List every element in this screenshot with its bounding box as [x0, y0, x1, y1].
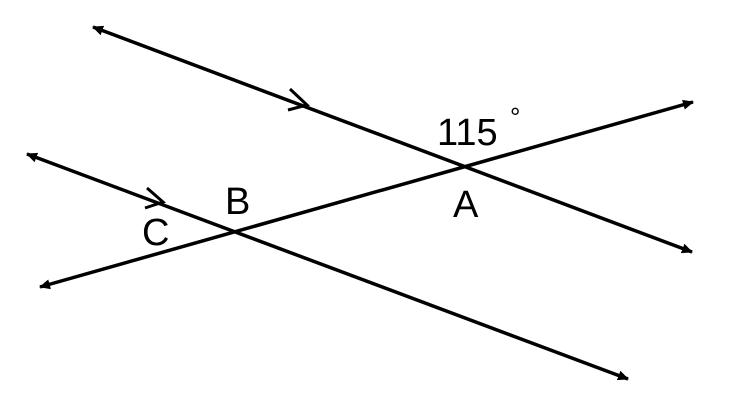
degree-symbol: ° — [510, 102, 520, 132]
parallel-mark-bottom — [144, 186, 166, 210]
top-parallel-line — [92, 25, 693, 254]
point-label-b: B — [225, 181, 250, 223]
transversal-line — [39, 99, 694, 290]
parallel-mark-top — [287, 87, 310, 112]
point-label-c: C — [142, 212, 169, 254]
angle-label: 115 — [437, 112, 498, 154]
point-label-a: A — [453, 184, 479, 226]
